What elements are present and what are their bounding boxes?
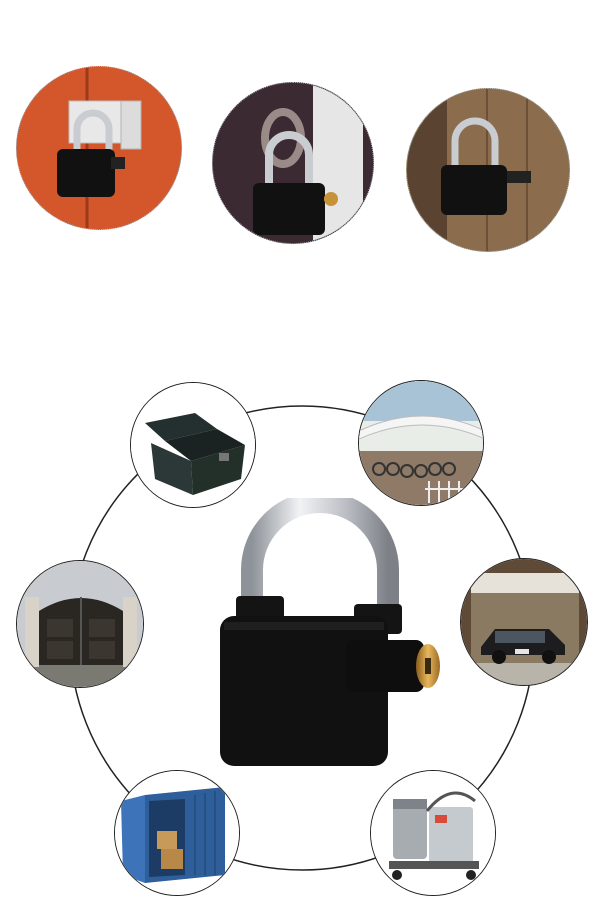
top-photo-orange-door — [16, 66, 182, 230]
car-garage-icon — [461, 559, 587, 685]
top-photo-wooden-door — [406, 88, 570, 252]
ring-photo-toolbox — [130, 382, 256, 508]
ring-photo-industrial-machine — [370, 770, 496, 896]
ring-photo-car-garage — [460, 558, 588, 686]
house-gate-icon — [17, 561, 143, 687]
ring-photo-shipping-container — [114, 770, 240, 896]
shipping-container-icon — [115, 771, 239, 895]
bicycle-shed-icon — [359, 381, 483, 505]
alarm-padlock-icon — [220, 498, 440, 766]
toolbox-icon — [131, 383, 255, 507]
industrial-machine-icon — [371, 771, 495, 895]
padlock-on-hasp-icon — [17, 67, 181, 229]
padlock-on-wood-door-icon — [407, 89, 569, 251]
ring-photo-house-gate — [16, 560, 144, 688]
ring-photo-bicycle-shed — [358, 380, 484, 506]
